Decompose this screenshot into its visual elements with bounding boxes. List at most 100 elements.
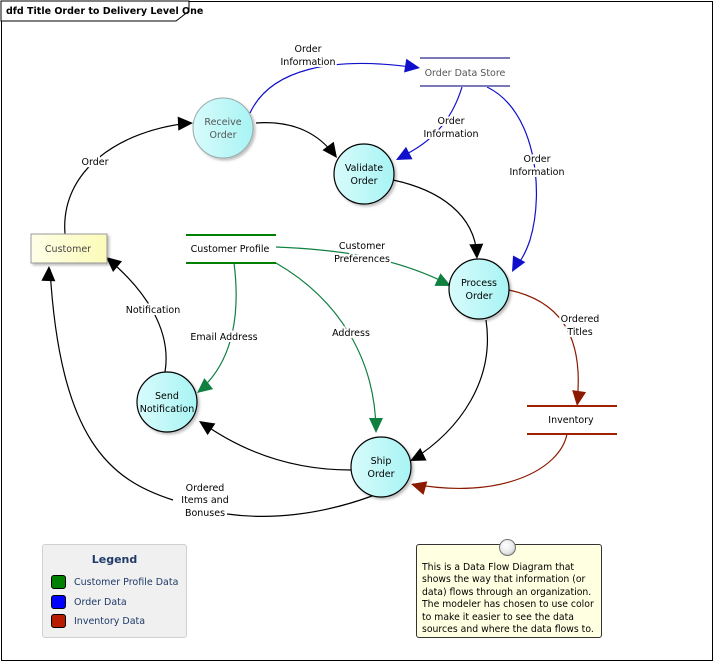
flow-line[interactable] (107, 258, 167, 373)
flow-line[interactable] (275, 246, 449, 285)
note[interactable]: This is a Data Flow Diagram that shows t… (416, 544, 602, 638)
process-ship-order-label-2: Order (368, 469, 395, 480)
flow-label-halo: Order (438, 116, 465, 127)
data-store-inventory-label: Inventory (548, 415, 594, 426)
flow-label: Titles (566, 327, 592, 338)
external-entity-customer-label: Customer (45, 244, 91, 255)
legend-swatch (51, 614, 66, 628)
flow-ship-to-send[interactable] (199, 421, 352, 471)
flow-label: Ordered (561, 314, 600, 325)
flow-label: Email Address (190, 332, 257, 343)
flow-label-halo: Items and (181, 495, 228, 506)
arrowhead-icon (197, 378, 214, 393)
process-process-order[interactable]: Process Order (448, 258, 510, 320)
legend-label: Order Data (74, 596, 127, 608)
arrowhead-icon (177, 116, 193, 131)
flow-process-to-ship[interactable] (410, 319, 488, 461)
legend-swatch (51, 595, 66, 609)
arrowhead-icon (322, 141, 337, 158)
legend: Legend Customer Profile Data Order Data … (42, 544, 187, 638)
process-send-notification[interactable]: Send Notification (136, 371, 198, 433)
flow-label-halo: Customer (339, 241, 385, 252)
flow-label: Order (524, 154, 551, 165)
process-receive-order-label-1: Receive (204, 117, 241, 128)
flow-label-halo: Ordered (186, 483, 225, 494)
flow-line[interactable] (392, 179, 478, 257)
arrowhead-icon (106, 257, 123, 272)
legend-title: Legend (91, 553, 138, 566)
flow-label: Order (82, 157, 109, 168)
flow-line[interactable] (412, 433, 568, 489)
flow-label: Order (438, 116, 465, 127)
flow-label-halo: Order (295, 44, 322, 55)
flow-line[interactable] (64, 122, 191, 235)
flow-line[interactable] (249, 62, 419, 114)
process-receive-order[interactable]: Receive Order (192, 97, 254, 159)
arrowhead-icon (396, 146, 413, 160)
flow-label: Notification (126, 305, 181, 316)
flow-line[interactable] (200, 421, 352, 471)
flow-label: Preferences (334, 254, 390, 265)
flow-line[interactable] (198, 262, 237, 392)
data-store-inventory[interactable]: Inventory (527, 405, 617, 435)
arrowhead-icon (411, 481, 428, 495)
process-ship-order-label-1: Ship (371, 456, 392, 467)
arrowhead-icon (404, 58, 420, 73)
flow-label-halo: Information (424, 129, 479, 140)
flow-label: Items and (181, 495, 228, 506)
process-process-order-label-2: Order (466, 291, 493, 302)
legend-item-order: Order Data (51, 594, 127, 610)
flow-line[interactable] (49, 268, 373, 517)
flow-inventory_store-to-ship[interactable] (411, 433, 568, 495)
flow-label-halo: Order (82, 157, 109, 168)
flow-label-halo: Order (524, 154, 551, 165)
flow-label-halo: Preferences (334, 254, 390, 265)
flow-label: Information (281, 57, 336, 68)
process-validate-order[interactable]: Validate Order (333, 143, 395, 205)
note-text: This is a Data Flow Diagram that shows t… (422, 562, 594, 636)
flow-line[interactable] (411, 319, 488, 461)
flow-line[interactable] (397, 86, 463, 159)
arrowhead-icon (410, 448, 427, 461)
flow-label-halo: Information (281, 57, 336, 68)
data-store-customer-profile-label: Customer Profile (191, 244, 270, 255)
flow-label: Order (295, 44, 322, 55)
external-entity-customer[interactable]: Customer (30, 233, 108, 264)
flow-label: Ordered (186, 483, 225, 494)
flow-line[interactable] (255, 122, 336, 157)
flow-line[interactable] (508, 289, 579, 404)
process-validate-order-label-2: Order (351, 176, 378, 187)
note-pin-icon (499, 539, 516, 556)
flow-line[interactable] (275, 262, 377, 431)
flow-line[interactable] (486, 86, 538, 271)
arrowhead-icon (434, 273, 451, 286)
arrowhead-icon (199, 421, 216, 436)
data-store-customer-profile[interactable]: Customer Profile (186, 234, 276, 264)
data-store-order[interactable]: Order Data Store (420, 57, 510, 87)
flow-receive-to-validate[interactable] (255, 122, 337, 158)
diagram-title: dfd Title Order to Delivery Level One (6, 6, 203, 17)
process-process-order-label-1: Process (461, 278, 497, 289)
process-send-notification-label-2: Notification (140, 404, 195, 415)
flow-label-halo: Ordered (561, 314, 600, 325)
process-send-notification-label-1: Send (155, 391, 179, 402)
flow-label: Information (424, 129, 479, 140)
flow-validate-to-process[interactable] (392, 179, 484, 259)
legend-label: Inventory Data (74, 615, 146, 627)
flow-label-halo: Email Address (190, 332, 257, 343)
legend-swatch (51, 575, 66, 589)
flow-label-halo: Information (510, 167, 565, 178)
legend-item-customer-profile: Customer Profile Data (51, 574, 178, 590)
process-ship-order[interactable]: Ship Order (350, 436, 412, 498)
